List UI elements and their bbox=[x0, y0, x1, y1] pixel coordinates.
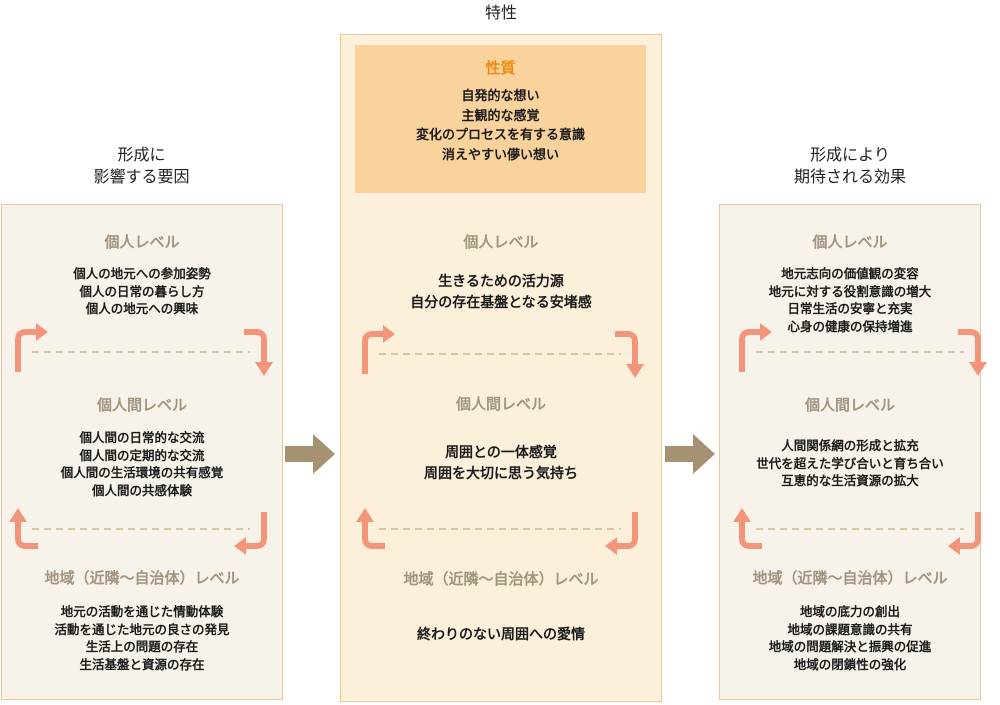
right-level-individual-items: 地元志向の価値観の変容 地元に対する役割意識の増大 日常生活の安寧と充実 心身の… bbox=[720, 265, 980, 335]
right-level-regional-label: 地域（近隣〜自治体）レベル bbox=[752, 569, 948, 587]
middle-cycle-lower bbox=[356, 508, 638, 555]
left-panel-factors: 個人レベル 個人の地元への参加姿勢 個人の日常の暮らし方 個人の地元への興味 個… bbox=[1, 204, 283, 700]
right-cycle-upper bbox=[739, 323, 987, 376]
list-item: 活動を通じた地元の良さの発見 bbox=[54, 621, 230, 637]
cycle-arrow-up-path bbox=[15, 522, 38, 549]
list-item: 個人の地元への興味 bbox=[85, 301, 199, 316]
arrow-right-icon bbox=[760, 323, 772, 341]
arrow-down-icon bbox=[969, 362, 987, 376]
list-item: 消えやすい儚い想い bbox=[441, 147, 559, 163]
list-item: 生活基盤と資源の存在 bbox=[79, 656, 205, 672]
list-item: 地域の課題意識の共有 bbox=[787, 621, 913, 637]
nature-title: 性質 bbox=[485, 59, 516, 77]
left-title-line1: 形成に bbox=[117, 145, 166, 164]
cycle-arrow-up-path bbox=[362, 331, 383, 374]
list-item: 周囲との一体感覚 bbox=[445, 445, 557, 461]
cycle-arrow-up-path bbox=[739, 329, 760, 372]
cycle-arrow-up-path bbox=[15, 329, 36, 372]
list-item: 終わりのない周囲への愛情 bbox=[417, 627, 585, 643]
right-level-regional-items: 地域の底力の創出 地域の課題意識の共有 地域の問題解決と振興の促進 地域の閉鎖性… bbox=[720, 603, 980, 673]
cycle-arrow-down-path bbox=[960, 512, 981, 549]
left-level-regional-items: 地元の活動を通じた情動体験 活動を通じた地元の良さの発見 生活上の問題の存在 生… bbox=[2, 603, 282, 673]
top-title: 特性 bbox=[484, 3, 517, 22]
list-item: 地域の底力の創出 bbox=[799, 604, 900, 619]
list-item: 個人の日常の暮らし方 bbox=[79, 283, 205, 299]
list-item: 周囲を大切に思う気持ち bbox=[424, 466, 578, 482]
cycle-arrow-down-path bbox=[958, 329, 981, 362]
left-cycle-lower bbox=[9, 508, 267, 555]
left-level-individual-label: 個人レベル bbox=[104, 233, 180, 251]
cycle-arrow-down-path bbox=[246, 512, 267, 549]
cycle-arrow-down-path bbox=[615, 331, 638, 364]
left-column-title: 形成に 影響する要因 bbox=[0, 144, 283, 188]
nature-items: 自発的な想い 主観的な感覚 変化のプロセスを有する意識 消えやすい儚い想い bbox=[355, 87, 646, 165]
arrow-left-icon bbox=[948, 537, 960, 555]
middle-level-individual-items: 生きるための活力源 自分の存在基盤となる安堵感 bbox=[341, 272, 661, 314]
list-item: 心身の健康の保持増進 bbox=[787, 318, 913, 334]
list-item: 地元に対する役割意識の増大 bbox=[768, 283, 932, 299]
list-item: 地域の閉鎖性の強化 bbox=[793, 656, 907, 672]
list-item: 地域の問題解決と振興の促進 bbox=[768, 639, 932, 654]
cycle-arrow-down-path bbox=[244, 329, 267, 362]
right-level-individual-label: 個人レベル bbox=[812, 233, 888, 251]
arrow-right-icon bbox=[36, 323, 48, 341]
left-level-interpersonal-label: 個人間レベル bbox=[96, 396, 187, 414]
list-item: 日常生活の安寧と充実 bbox=[787, 301, 913, 316]
right-level-interpersonal-items: 人間関係網の形成と拡充 世代を超えた学び合いと育ち合い 互恵的な生活資源の拡大 bbox=[720, 437, 980, 490]
list-item: 人間関係網の形成と拡充 bbox=[781, 438, 919, 453]
right-title-line1: 形成により bbox=[810, 145, 890, 164]
middle-level-regional-items: 終わりのない周囲への愛情 bbox=[341, 625, 661, 646]
right-column-title: 形成により 期待される効果 bbox=[719, 144, 981, 188]
left-level-individual-items: 個人の地元への参加姿勢 個人の日常の暮らし方 個人の地元への興味 bbox=[2, 265, 282, 318]
nature-box: 性質 自発的な想い 主観的な感覚 変化のプロセスを有する意識 消えやすい儚い想い bbox=[355, 45, 646, 193]
arrow-up-icon bbox=[733, 508, 751, 522]
list-item: 自分の存在基盤となる安堵感 bbox=[410, 295, 592, 311]
arrow-left-icon bbox=[234, 537, 246, 555]
middle-column-title: 特性 bbox=[340, 2, 662, 24]
list-item: 個人間の生活環境の共有感覚 bbox=[60, 465, 224, 480]
middle-level-interpersonal-label: 個人間レベル bbox=[455, 395, 546, 413]
arrow-up-icon bbox=[356, 508, 374, 522]
list-item: 個人間の定期的な交流 bbox=[79, 447, 205, 463]
right-panel-effects: 個人レベル 地元志向の価値観の変容 地元に対する役割意識の増大 日常生活の安寧と… bbox=[719, 204, 981, 700]
middle-level-individual-label: 個人レベル bbox=[463, 233, 539, 251]
list-item: 個人間の共感体験 bbox=[91, 482, 192, 498]
arrow-left-icon bbox=[605, 537, 617, 555]
list-item: 地元の活動を通じた情動体験 bbox=[60, 604, 224, 619]
list-item: 世代を超えた学び合いと育ち合い bbox=[756, 455, 944, 471]
left-level-regional-label: 地域（近隣〜自治体）レベル bbox=[44, 569, 240, 587]
arrow-right-icon bbox=[285, 434, 335, 474]
list-item: 地元志向の価値観の変容 bbox=[781, 266, 919, 281]
cycle-arrow-up-path bbox=[362, 522, 385, 549]
right-cycle-lower bbox=[733, 508, 981, 555]
right-level-interpersonal-label: 個人間レベル bbox=[804, 396, 895, 414]
list-item: 自発的な想い bbox=[461, 89, 540, 104]
arrow-right-icon bbox=[665, 434, 715, 474]
middle-panel-characteristics: 性質 自発的な想い 主観的な感覚 変化のプロセスを有する意識 消えやすい儚い想い… bbox=[340, 34, 662, 702]
flow-arrow-left-to-middle bbox=[285, 434, 335, 474]
cycle-arrow-down-path bbox=[617, 512, 638, 549]
arrow-right-icon bbox=[383, 325, 395, 343]
list-item: 生きるための活力源 bbox=[438, 274, 564, 290]
left-cycle-upper bbox=[15, 323, 273, 376]
list-item: 互恵的な生活資源の拡大 bbox=[781, 473, 919, 488]
left-level-interpersonal-items: 個人間の日常的な交流 個人間の定期的な交流 個人間の生活環境の共有感覚 個人間の… bbox=[2, 429, 282, 499]
middle-level-interpersonal-items: 周囲との一体感覚 周囲を大切に思う気持ち bbox=[341, 443, 661, 485]
list-item: 個人間の日常的な交流 bbox=[79, 430, 205, 445]
arrow-down-icon bbox=[626, 364, 644, 378]
list-item: 個人の地元への参加姿勢 bbox=[73, 266, 211, 281]
list-item: 変化のプロセスを有する意識 bbox=[415, 128, 585, 143]
right-title-line2: 期待される効果 bbox=[793, 167, 906, 186]
arrow-down-icon bbox=[255, 362, 273, 376]
left-title-line2: 影響する要因 bbox=[93, 167, 190, 186]
cycle-arrow-up-path bbox=[739, 522, 762, 549]
list-item: 主観的な感覚 bbox=[461, 108, 540, 124]
arrow-up-icon bbox=[9, 508, 27, 522]
flow-arrow-middle-to-right bbox=[665, 434, 715, 474]
middle-level-regional-label: 地域（近隣〜自治体）レベル bbox=[403, 570, 599, 588]
list-item: 生活上の問題の存在 bbox=[85, 639, 199, 654]
middle-cycle-upper bbox=[362, 325, 644, 378]
